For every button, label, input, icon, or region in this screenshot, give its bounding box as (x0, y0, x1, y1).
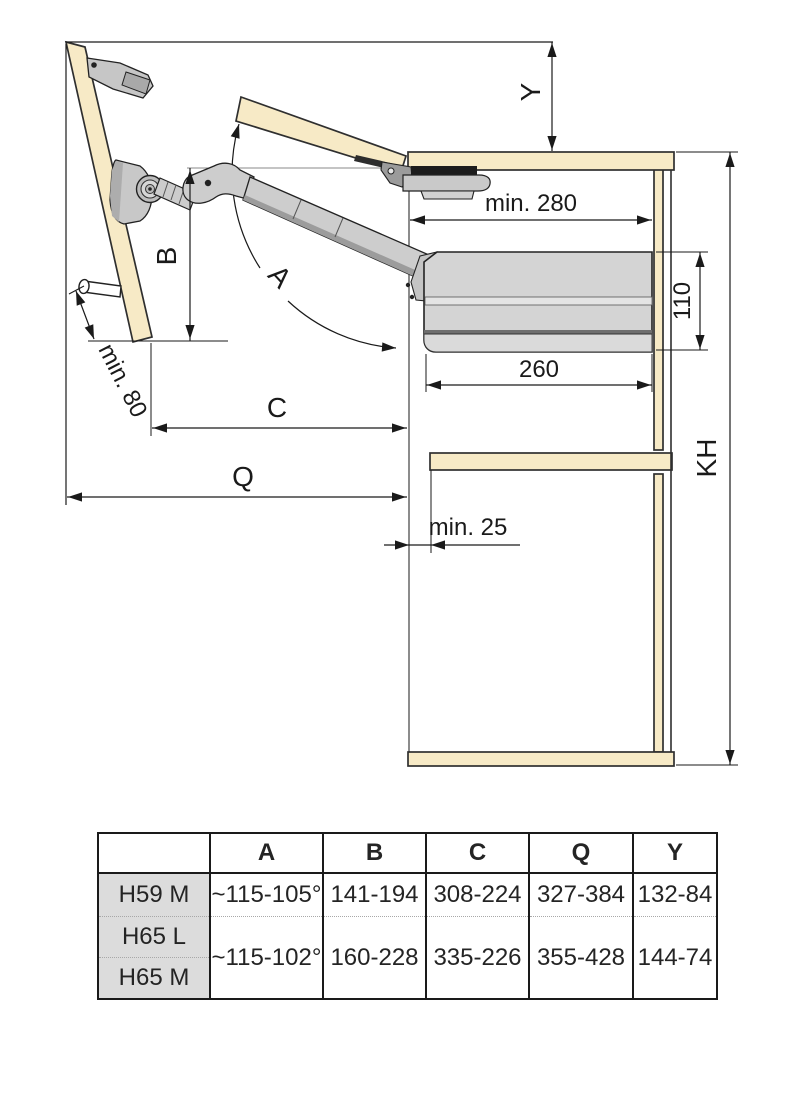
h65-Y: 144-74 (632, 916, 717, 999)
h65-Q: 355-428 (528, 916, 633, 999)
table-row-h59m: H59 M ~115-105° 141-194 308-224 327-384 … (98, 873, 717, 917)
table-header-C: C (425, 833, 529, 874)
table-row-h65m: H65 M (98, 957, 717, 999)
dimension-lines (65, 41, 738, 766)
table-header-A: A (209, 833, 323, 874)
lift-unit-housing (423, 251, 653, 353)
top-mounting-unit (354, 155, 491, 200)
row-label-h65m: H65 M (98, 957, 210, 999)
label-C: C (267, 392, 287, 423)
label-KH: KH (691, 439, 722, 478)
door-panel-open (64, 40, 154, 344)
cabinet-back-panel-lower (653, 473, 664, 753)
label-110: 110 (669, 282, 696, 320)
h59m-Y: 132-84 (632, 873, 717, 917)
cabinet-shelf (429, 452, 673, 471)
cabinet-top-panel (407, 151, 675, 171)
label-Y: Y (515, 82, 546, 101)
h59m-Q: 327-384 (528, 873, 633, 917)
h65-C: 335-226 (425, 916, 529, 999)
h59m-C: 308-224 (425, 873, 529, 917)
row-label-h59m: H59 M (98, 873, 210, 917)
label-Q: Q (232, 461, 254, 492)
label-min25: min. 25 (429, 514, 508, 541)
label-min280: min. 280 (485, 190, 577, 217)
arm-pivot-dot (204, 179, 212, 187)
lift-arm-assembly (109, 159, 438, 303)
cabinet-back-panel-upper (653, 163, 664, 451)
h65-B: 160-228 (322, 916, 426, 999)
h65-A: ~115-102° (209, 916, 323, 999)
cabinet-bottom-panel (407, 751, 675, 767)
dimension-arrows (68, 43, 735, 764)
arm-elbow (182, 162, 255, 204)
table-header-Y: Y (632, 833, 717, 874)
table-row-h65l: H65 L ~115-102° 160-228 335-226 355-428 … (98, 916, 717, 999)
door-top-bracket (86, 57, 154, 99)
row-label-h65l: H65 L (98, 916, 210, 958)
label-A: A (262, 259, 298, 294)
spec-table: A B C Q Y H59 M ~115-105° 141-194 308-22… (97, 832, 718, 1000)
table-header-B: B (322, 833, 426, 874)
label-B: B (151, 247, 182, 266)
h59m-B: 141-194 (322, 873, 426, 917)
table-header-Q: Q (528, 833, 633, 874)
technical-drawing: Y B A C Q KH min. 280 110 260 min. 25 mi… (64, 40, 738, 767)
table-header-blank (98, 833, 210, 874)
table-header-row: A B C Q Y (98, 833, 717, 874)
label-min80: min. 80 (93, 339, 153, 421)
cabinet-carcass (407, 151, 675, 767)
door-handle (78, 278, 122, 298)
label-260: 260 (519, 356, 559, 383)
h59m-A: ~115-105° (209, 873, 323, 917)
